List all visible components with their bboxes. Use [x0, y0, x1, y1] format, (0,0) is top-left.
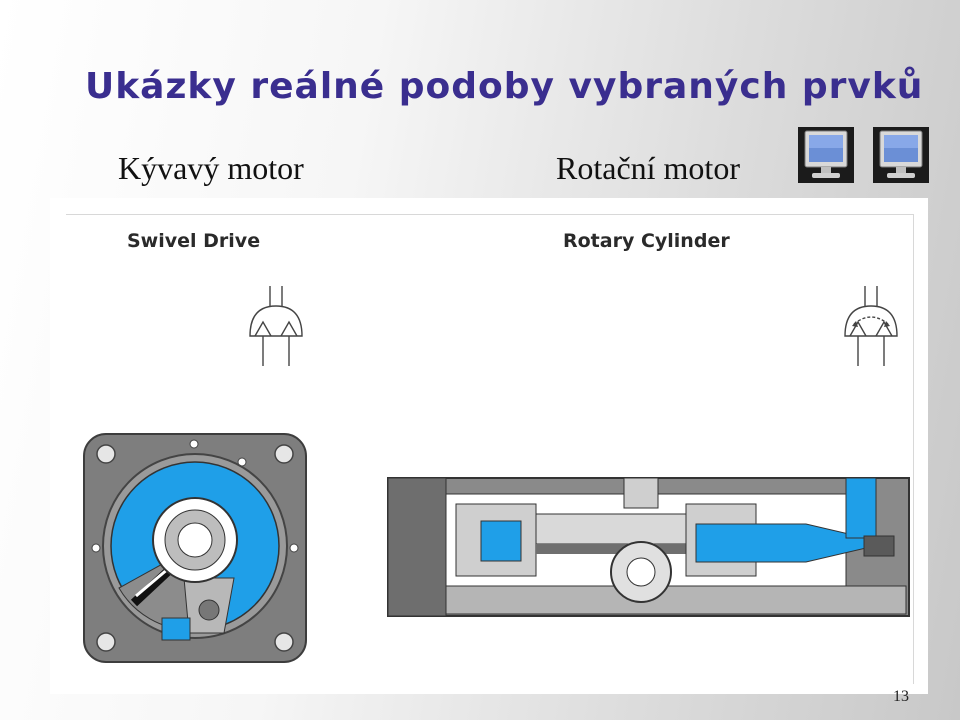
swivel-drive-symbol: [249, 286, 303, 366]
rotary-cylinder-illustration: [387, 477, 910, 617]
page-number: 13: [893, 688, 909, 705]
rotary-cylinder-label: Rotary Cylinder: [563, 230, 730, 252]
figure-panel: Swivel Drive Rotary Cylinder: [50, 198, 928, 694]
swivel-drive-illustration: [83, 433, 307, 663]
rotary-cylinder-symbol: [844, 286, 898, 366]
monitor-icon[interactable]: [872, 126, 930, 184]
divider: [66, 214, 914, 215]
slide-title: Ukázky reálné podoby vybraných prvků: [85, 66, 924, 107]
monitor-icon[interactable]: [797, 126, 855, 184]
rotary-motor-subtitle: Rotační motor: [556, 150, 740, 186]
swivel-motor-subtitle: Kývavý motor: [118, 150, 304, 186]
divider: [913, 214, 914, 684]
swivel-drive-label: Swivel Drive: [127, 230, 261, 252]
